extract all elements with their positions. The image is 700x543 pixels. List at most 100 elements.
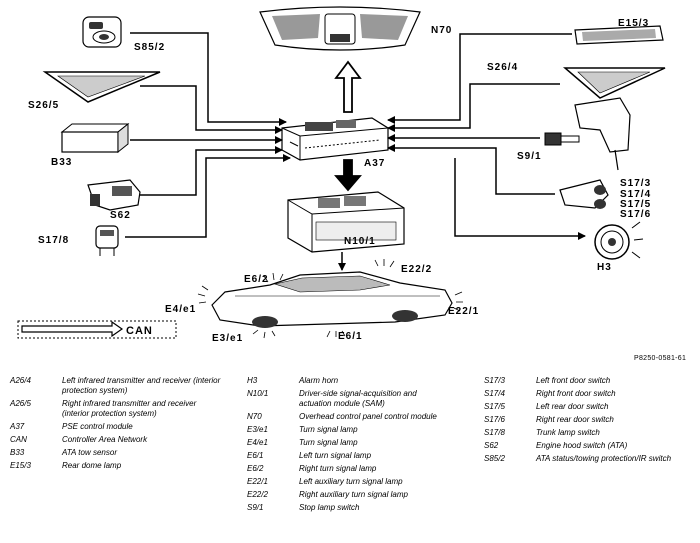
- legend-code: A37: [10, 422, 25, 431]
- legend-row: E15/3 Rear dome lamp: [10, 461, 225, 471]
- legend-description: Right infrared transmitter and receiver …: [62, 399, 197, 418]
- s62-switch-drawing: [87, 179, 141, 211]
- car-drawing: [211, 271, 453, 328]
- label-n10-1: N10/1: [344, 236, 376, 247]
- legend-code: S9/1: [247, 503, 264, 512]
- legend-description: Right front door switch: [536, 389, 616, 398]
- legend-description: Left rear door switch: [536, 402, 609, 411]
- legend-description: PSE control module: [62, 422, 133, 431]
- legend-row: S17/5 Left rear door switch: [484, 402, 684, 412]
- legend-description: Overhead control panel control module: [299, 412, 437, 421]
- legend-code: H3: [247, 376, 258, 385]
- n70-overhead-panel-drawing: [259, 6, 421, 51]
- label-e6-1: E6/1: [338, 331, 363, 342]
- legend-description: Left auxiliary turn signal lamp: [299, 477, 403, 486]
- legend-row: H3 Alarm horn: [247, 376, 447, 386]
- label-e22-1: E22/1: [448, 306, 479, 317]
- legend-row: S9/1 Stop lamp switch: [247, 503, 447, 513]
- legend-description: Left infrared transmitter and receiver (…: [62, 376, 221, 395]
- label-s26-4: S26/4: [487, 62, 518, 73]
- label-e22-2: E22/2: [401, 264, 432, 275]
- h3-horn-drawing: [594, 221, 644, 260]
- label-s26-5: S26/5: [28, 100, 59, 111]
- legend-code: E22/1: [247, 477, 268, 486]
- wiring-diagram: S85/2 N70 E15/3 S26/5 S26/4 B33 A37 S9/1…: [17, 6, 666, 344]
- legend-row: E22/2 Right auxiliary turn signal lamp: [247, 490, 447, 500]
- s26-5-sensor-drawing: [42, 71, 161, 103]
- legend-description: Controller Area Network: [62, 435, 148, 444]
- block-arrows: [334, 60, 362, 192]
- legend-code: E22/2: [247, 490, 268, 499]
- label-e4-e1: E4/e1: [165, 304, 196, 315]
- legend-row: N70 Overhead control panel control module: [247, 412, 447, 422]
- legend-code: E6/1: [247, 451, 264, 460]
- legend-row: B33 ATA tow sensor: [10, 448, 225, 458]
- legend-description: Rear dome lamp: [62, 461, 122, 470]
- s85-2-switch-drawing: [82, 16, 122, 48]
- legend-code: E6/2: [247, 464, 264, 473]
- legend-description: Turn signal lamp: [299, 438, 358, 447]
- label-s17-3: S17/3: [620, 178, 651, 189]
- legend-code: E15/3: [10, 461, 31, 470]
- can-legend-arrow: [17, 320, 177, 339]
- label-b33: B33: [51, 157, 72, 168]
- legend-code: S17/6: [484, 415, 505, 424]
- legend-code: N10/1: [247, 389, 269, 398]
- legend-row: S17/4 Right front door switch: [484, 389, 684, 399]
- legend-code: S62: [484, 441, 499, 450]
- s17-door-switch-drawing: [559, 179, 609, 209]
- legend-row: E22/1 Left auxiliary turn signal lamp: [247, 477, 447, 487]
- legend-row: E3/e1 Turn signal lamp: [247, 425, 447, 435]
- legend-description: Alarm horn: [299, 376, 339, 385]
- legend-description: Right turn signal lamp: [299, 464, 377, 473]
- n10-1-module-drawing: [287, 191, 405, 253]
- legend-code: E3/e1: [247, 425, 268, 434]
- label-e6-2: E6/2: [244, 274, 269, 285]
- s17-8-switch-drawing: [95, 225, 119, 256]
- legend-description: Turn signal lamp: [299, 425, 358, 434]
- legend-row: A26/4 Left infrared transmitter and recei…: [10, 376, 225, 396]
- label-s17-8: S17/8: [38, 235, 69, 246]
- legend-code: A26/5: [10, 399, 31, 408]
- legend-row: S62 Engine hood switch (ATA): [484, 441, 684, 451]
- label-can: CAN: [126, 325, 153, 337]
- legend-code: A26/4: [10, 376, 31, 385]
- legend-description: ATA tow sensor: [62, 448, 117, 457]
- label-s17-6: S17/6: [620, 209, 651, 220]
- label-h3: H3: [597, 262, 612, 273]
- legend-row: E6/2 Right turn signal lamp: [247, 464, 447, 474]
- legend-description: Right rear door switch: [536, 415, 614, 424]
- legend-description: Engine hood switch (ATA): [536, 441, 628, 450]
- legend-description: Stop lamp switch: [299, 503, 360, 512]
- s26-4-sensor-drawing: [562, 67, 666, 99]
- legend-code: S17/5: [484, 402, 505, 411]
- label-n70: N70: [431, 25, 452, 36]
- e15-3-lamp-drawing: [574, 25, 664, 45]
- s9-1-switch-drawing: [544, 97, 631, 171]
- legend-row: N10/1 Driver-side signal-acquisition and …: [247, 389, 447, 409]
- legend-row: S17/6 Right rear door switch: [484, 415, 684, 425]
- legend-description: Trunk lamp switch: [536, 428, 600, 437]
- label-e3-e1: E3/e1: [212, 333, 243, 344]
- legend-code: B33: [10, 448, 25, 457]
- legend-column-1: A26/4 Left infrared transmitter and recei…: [10, 376, 225, 474]
- legend-code: S17/4: [484, 389, 505, 398]
- legend-code: N70: [247, 412, 262, 421]
- legend-code: S85/2: [484, 454, 505, 463]
- legend-description: Driver-side signal-acquisition and actua…: [299, 389, 417, 408]
- label-s9-1: S9/1: [517, 151, 542, 162]
- legend-description: Right auxiliary turn signal lamp: [299, 490, 408, 499]
- legend-row: A26/5 Right infrared transmitter and rece…: [10, 399, 225, 419]
- connection-lines: [125, 32, 586, 271]
- b33-sensor-drawing: [60, 122, 130, 154]
- label-s62: S62: [110, 210, 131, 221]
- label-s85-2: S85/2: [134, 42, 165, 53]
- label-s17-5: S17/5: [620, 199, 651, 210]
